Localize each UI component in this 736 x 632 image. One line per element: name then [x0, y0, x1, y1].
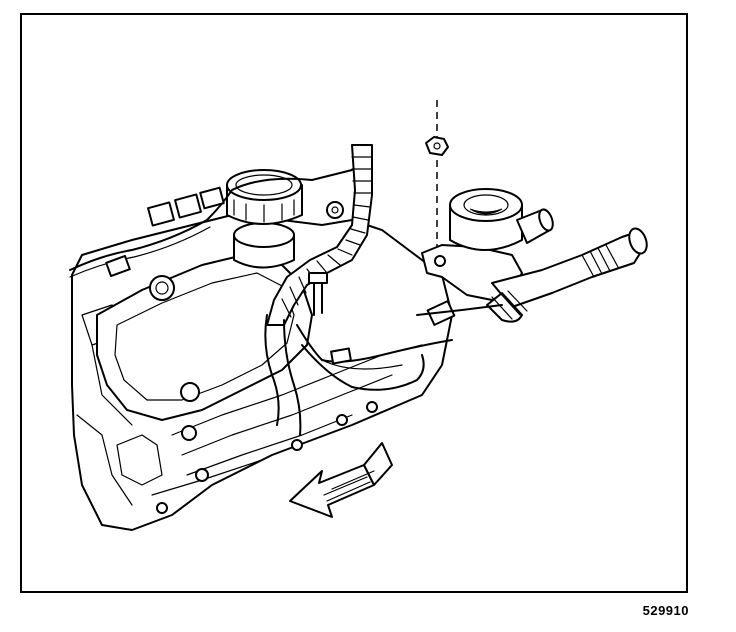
- bolt-icon: [180, 382, 200, 402]
- connector-icon: [147, 201, 175, 227]
- figure-id-label: 529910: [642, 603, 689, 618]
- bolt-icon: [181, 425, 197, 441]
- connector-icon: [199, 186, 225, 210]
- egr-valve: [421, 100, 554, 301]
- mounting-boss-icon: [149, 275, 175, 301]
- nut-icon: [425, 136, 449, 156]
- valve-cover: [96, 252, 313, 421]
- bolt-icon: [156, 502, 168, 514]
- connector-icon: [330, 347, 352, 365]
- stud-icon: [308, 272, 328, 284]
- engine-illustration: [69, 100, 648, 531]
- front-direction-arrow-icon: [289, 442, 393, 518]
- diagram-frame: [20, 13, 688, 593]
- connector-icon: [174, 193, 202, 219]
- bolt-icon: [336, 414, 348, 426]
- oil-filler-cap: [226, 169, 303, 269]
- connector-icon: [105, 255, 131, 277]
- egr-pipe: [416, 227, 648, 323]
- bolt-hole-icon: [434, 255, 446, 267]
- wiring-harness: [69, 169, 353, 278]
- bolt-icon: [195, 468, 209, 482]
- bolt-icon: [326, 201, 344, 219]
- bolt-icon: [366, 401, 378, 413]
- bolt-icon: [291, 439, 303, 451]
